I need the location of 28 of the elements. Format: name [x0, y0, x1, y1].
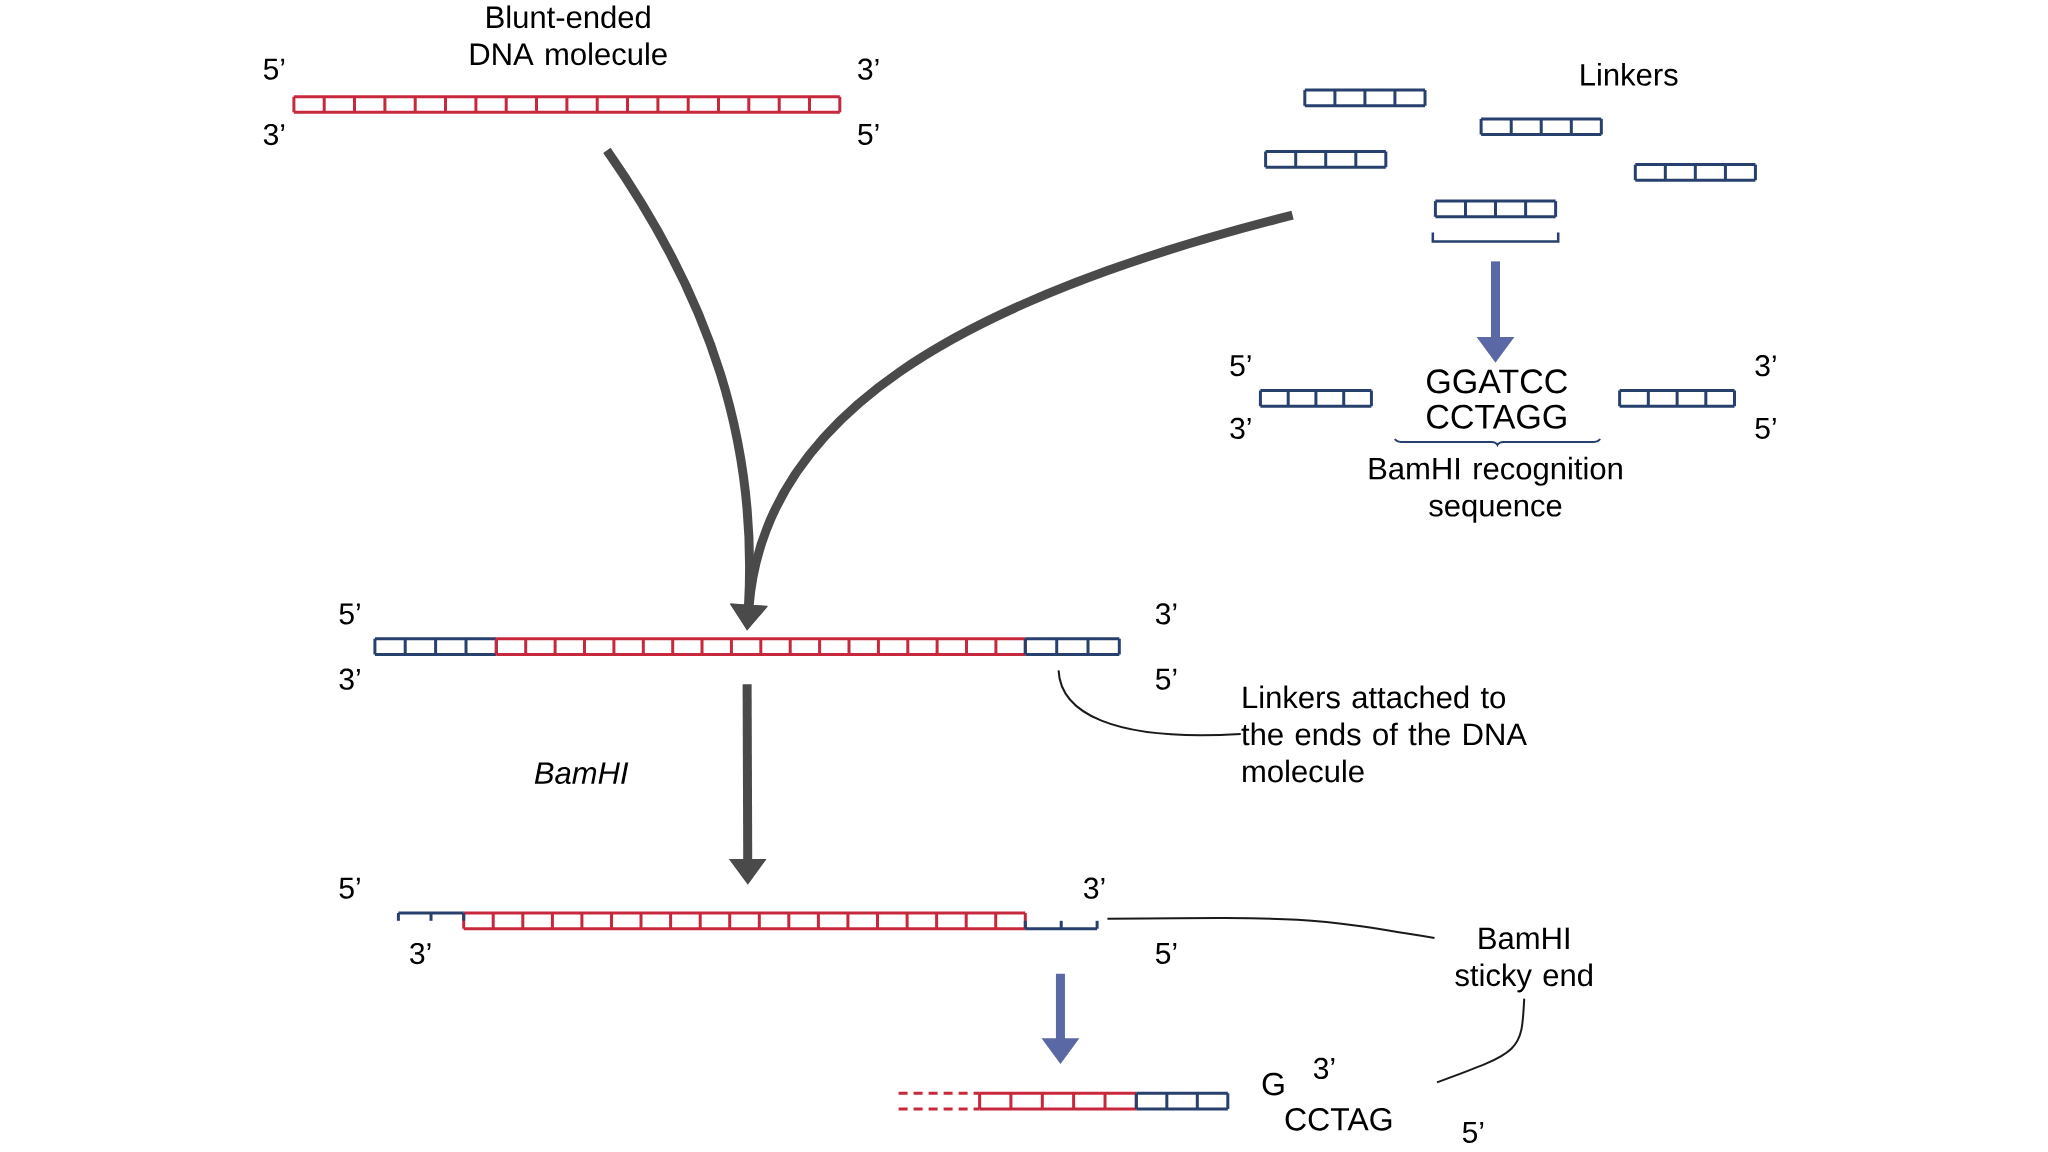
- strand-end-label: 3’: [263, 123, 285, 146]
- strand-end-label: 5’: [1155, 668, 1177, 690]
- sequence-text: CCTAGG: [1427, 404, 1566, 429]
- sequence-text: G: [1262, 1072, 1284, 1096]
- note-text: Linkers attached to the ends of the DNA molecule: [1241, 685, 1527, 783]
- sequence-text: CCTAG: [1285, 1108, 1392, 1131]
- strand-end-label: 5’: [339, 877, 360, 899]
- dna-drawing: [373, 637, 1121, 656]
- strand-end-label: 3’: [1755, 355, 1776, 377]
- strand-end-label: 5’: [1230, 355, 1251, 377]
- leader-line: [1435, 997, 1526, 1084]
- node-label: BamHI recognition sequence: [1369, 456, 1622, 523]
- strand-end-label: 3’: [1155, 603, 1177, 625]
- strand-end-label: 5’: [1462, 1121, 1484, 1143]
- strand-end-label: 3’: [1084, 877, 1105, 899]
- linkers-label: Linkers: [1581, 63, 1678, 86]
- strand-end-label: 5’: [858, 124, 879, 145]
- leader-line: [1057, 669, 1242, 737]
- molecule-title: Blunt-ended DNA molecule: [470, 5, 667, 66]
- strand-end-label: 3’: [1313, 1057, 1335, 1080]
- dna-drawing: [396, 911, 1099, 931]
- strand-end-label: 5’: [1155, 943, 1177, 964]
- leader-line: [1106, 917, 1436, 939]
- note-text: BamHI sticky end: [1455, 927, 1592, 993]
- strand-end-label: 5’: [339, 603, 360, 625]
- edge-label: BamHI: [534, 762, 629, 784]
- sequence-text: GGATCC: [1427, 369, 1567, 394]
- strand-end-label: 3’: [339, 668, 360, 690]
